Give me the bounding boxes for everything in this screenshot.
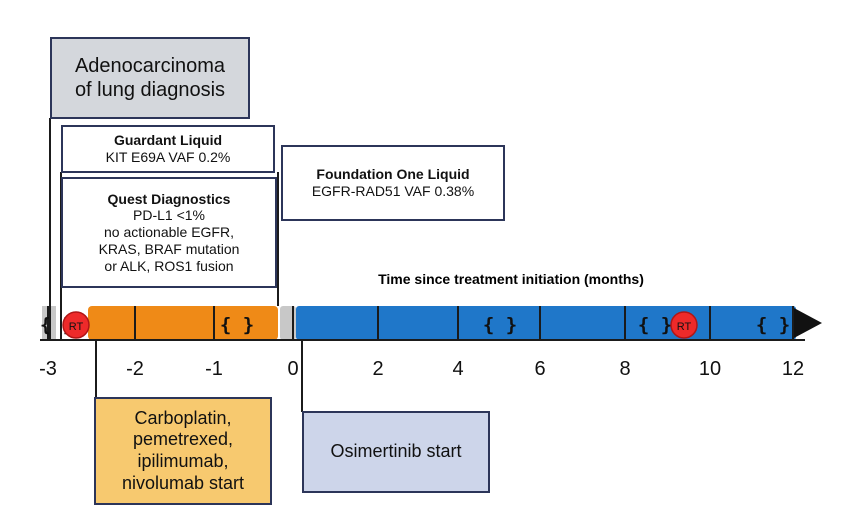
diagnosis-box: Adenocarcinoma of lung diagnosis [50, 37, 250, 119]
chemo-box: Carboplatin, pemetrexed, ipilimumab, niv… [94, 397, 272, 505]
osimertinib-bar [296, 306, 796, 340]
chemo-line: ipilimumab, [137, 451, 229, 471]
diagnosis-connector [49, 118, 51, 340]
tick-label: 2 [372, 358, 383, 380]
brace-marker: { } [483, 314, 517, 336]
chemo-connector [95, 340, 97, 398]
quest-line: no actionable EGFR, [104, 224, 234, 241]
quest-line: KRAS, BRAF mutation [98, 240, 240, 257]
diagnosis-line: Adenocarcinoma [74, 55, 226, 77]
rt-marker: RT [670, 311, 698, 339]
brace-marker: { } [220, 314, 254, 336]
guardant-result: KIT E69A VAF 0.2% [105, 149, 231, 165]
foundation-result: EGFR-RAD51 VAF 0.38% [311, 183, 475, 199]
tick-label: 8 [619, 358, 630, 380]
axis-arrow [794, 308, 822, 338]
brace-marker: { } [638, 314, 672, 336]
tick-label: -1 [205, 358, 223, 380]
osimertinib-connector [301, 340, 303, 412]
quest-line: or ALK, ROS1 fusion [104, 257, 234, 274]
quest-connector [277, 172, 279, 306]
axis-title: Time since treatment initiation (months) [378, 271, 644, 287]
osimertinib-box: Osimertinib start [302, 411, 490, 493]
rt-label: RT [677, 321, 692, 333]
rt-marker: RT [62, 311, 90, 339]
tick-label: 10 [699, 358, 721, 380]
rt-label: RT [69, 321, 84, 333]
diagnosis-line: of lung diagnosis [74, 79, 226, 101]
chemo-line: Carboplatin, [134, 407, 232, 428]
guardant-title: Guardant Liquid [113, 132, 223, 149]
tick-label: 4 [452, 358, 463, 380]
tick-label: -3 [39, 358, 57, 380]
tick-label: 0 [287, 358, 298, 380]
quest-line: PD-L1 <1% [133, 207, 205, 224]
chemo-line: pemetrexed, [132, 429, 234, 450]
tick-label: -2 [126, 358, 144, 380]
chemo-line: nivolumab start [121, 472, 245, 493]
rt-circle [670, 311, 698, 339]
guardant-box: Guardant Liquid KIT E69A VAF 0.2% [61, 125, 275, 173]
tick-label: 6 [534, 358, 545, 380]
quest-box: Quest Diagnostics PD-L1 <1% no actionabl… [61, 177, 277, 288]
foundation-title: Foundation One Liquid [316, 166, 470, 183]
tick-label: 12 [782, 358, 804, 380]
quest-title: Quest Diagnostics [107, 190, 231, 207]
foundation-box: Foundation One Liquid EGFR-RAD51 VAF 0.3… [281, 145, 505, 221]
osimertinib-label: Osimertinib start [330, 441, 462, 462]
brace-marker: { } [756, 314, 790, 336]
rt-circle [62, 311, 90, 339]
